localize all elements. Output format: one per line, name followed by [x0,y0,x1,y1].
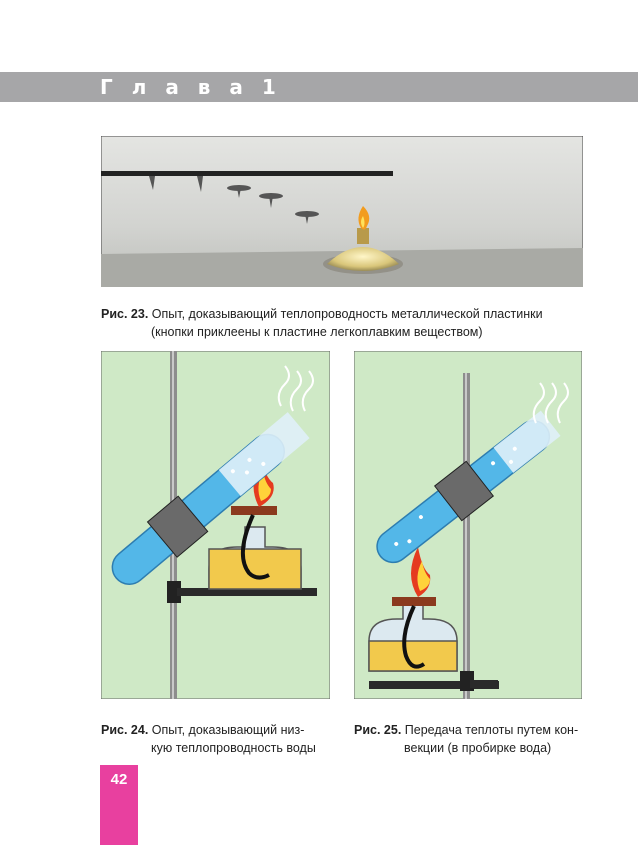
figure-24-number: Рис. 24. [101,723,149,737]
figure-24-caption-line2: кую теплопроводность воды [151,741,316,755]
chapter-header-bar: Г л а в а 1 [0,72,638,102]
tube-clamp [433,460,495,522]
metal-plate [101,171,393,176]
cork [392,597,436,606]
cork [231,506,277,515]
figure-25-caption: Рис. 25. Передача теплоты путем кон- век… [354,721,590,757]
figure-25-caption-line1: Передача теплоты путем кон- [404,723,579,737]
page-number-tab: 42 [100,765,138,845]
figure-23-caption-line2: (кнопки приклеены к пластине легкоплавки… [151,325,483,339]
steam-icon [532,382,569,424]
chapter-title: Г л а в а 1 [100,75,282,99]
spirit-lamp [327,247,399,271]
tube-clamp [146,495,209,558]
steam-icon [277,365,314,412]
figure-23-number: Рис. 23. [101,307,149,321]
shelf [177,588,317,596]
figure-24-caption: Рис. 24. Опыт, доказывающий низ- кую теп… [101,721,333,757]
figure-24-illustration [101,351,330,699]
figure-23-caption: Рис. 23. Опыт, доказывающий теплопроводн… [101,305,591,341]
figure-25-number: Рис. 25. [354,723,402,737]
tacks [149,176,319,224]
wick [402,605,426,669]
flame-icon [358,206,370,230]
figure-24-caption-line1: Опыт, доказывающий низ- [151,723,305,737]
figure-25-illustration [354,351,582,699]
figure-23-caption-line1: Опыт, доказывающий теплопроводность мета… [151,307,543,321]
page-number: 42 [110,771,128,788]
figure-25-caption-line2: векции (в пробирке вода) [404,741,552,755]
clamp [167,581,181,603]
wick [241,514,270,580]
figure-23-illustration [101,136,583,287]
stand-base [369,681,499,689]
